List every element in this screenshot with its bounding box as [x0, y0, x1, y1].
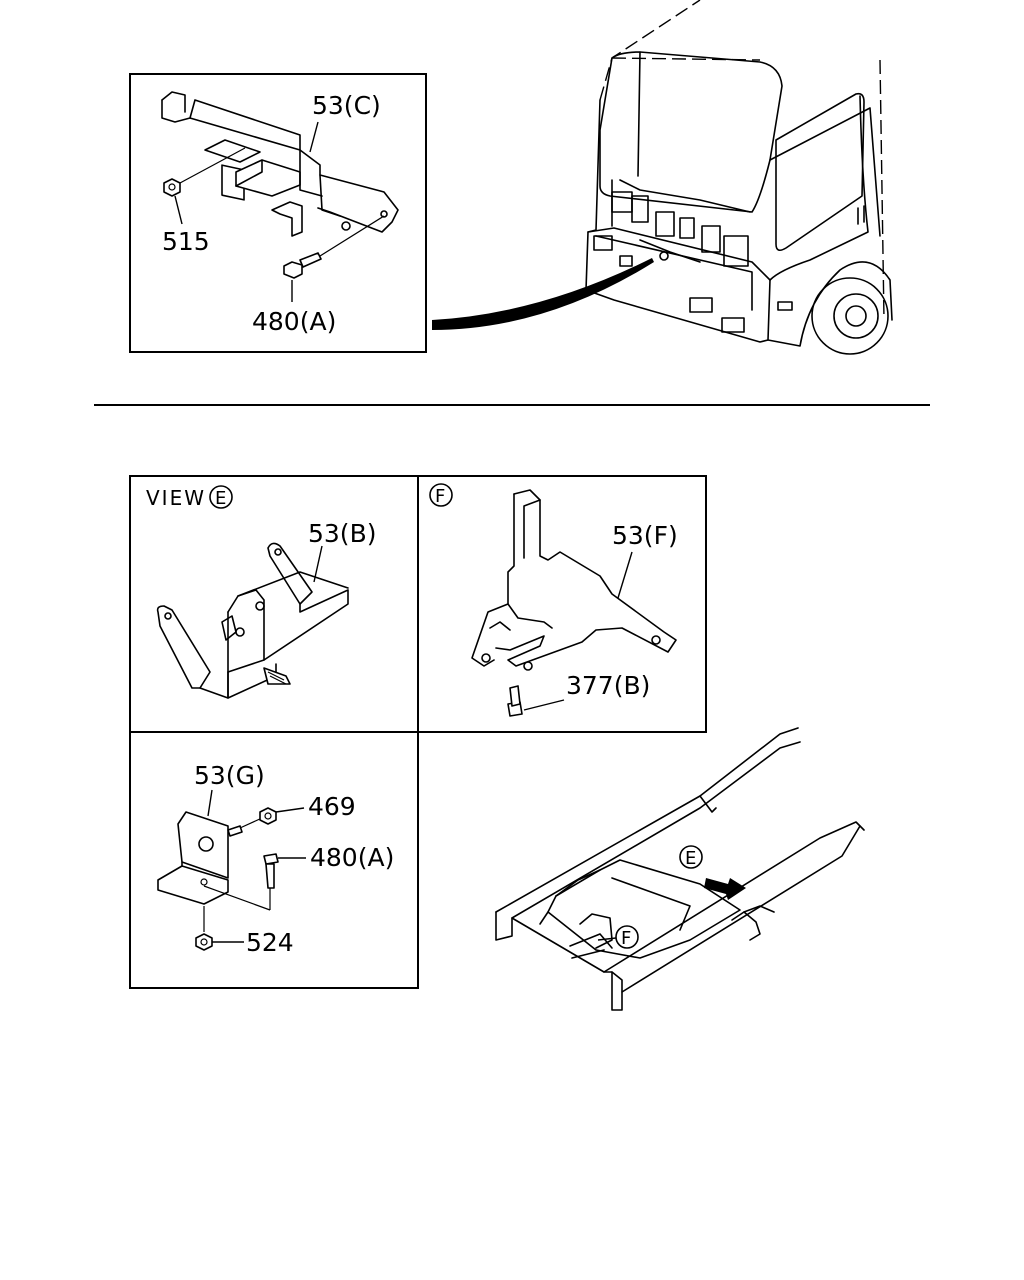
callout-pointer: [432, 258, 654, 330]
frame-marker-f-circle: [615, 925, 639, 949]
bracket-53b-drawing: [156, 542, 349, 699]
frame-marker-f: F: [621, 928, 631, 949]
label-524: 524: [246, 928, 294, 957]
label-469: 469: [308, 792, 356, 821]
bracket-53f-drawing: [471, 489, 677, 717]
nut-515: [163, 147, 246, 197]
label-53b: 53(B): [308, 519, 376, 548]
frame-marker-e: E: [685, 848, 696, 869]
view-f-marker: F: [435, 486, 445, 507]
view-e-panel: VIEW E 53(B): [129, 475, 419, 733]
bracket-53c-drawing: [161, 91, 399, 237]
direction-arrow-icon: [704, 878, 746, 900]
label-480a-lower: 480(A): [310, 843, 394, 872]
label-377b: 377(B): [566, 671, 650, 700]
truck-cab-drawing: [585, 0, 893, 355]
label-53g: 53(G): [194, 761, 265, 790]
view-f-frame: [417, 475, 707, 733]
bottom-left-panel: 53(G) 469 480(A) 524: [129, 731, 419, 989]
top-detail-panel: 53(C) 515 480(A): [129, 73, 427, 353]
label-515: 515: [162, 227, 210, 256]
bolt-480a: [283, 215, 385, 279]
view-f-marker-circle: [429, 483, 453, 507]
view-e-frame: [129, 475, 419, 733]
chassis-frame-drawing: E F: [495, 727, 865, 1011]
label-53f: 53(F): [612, 521, 678, 550]
view-e-marker: E: [215, 488, 226, 509]
bracket-53g-drawing: [157, 807, 279, 951]
view-f-panel: F 53(F) 377(B): [417, 475, 707, 733]
label-480a: 480(A): [252, 307, 336, 336]
frame-marker-e-circle: [679, 845, 703, 869]
view-e-title: VIEW: [146, 486, 206, 510]
view-e-marker-circle: [209, 485, 233, 509]
label-53c: 53(C): [312, 91, 381, 120]
